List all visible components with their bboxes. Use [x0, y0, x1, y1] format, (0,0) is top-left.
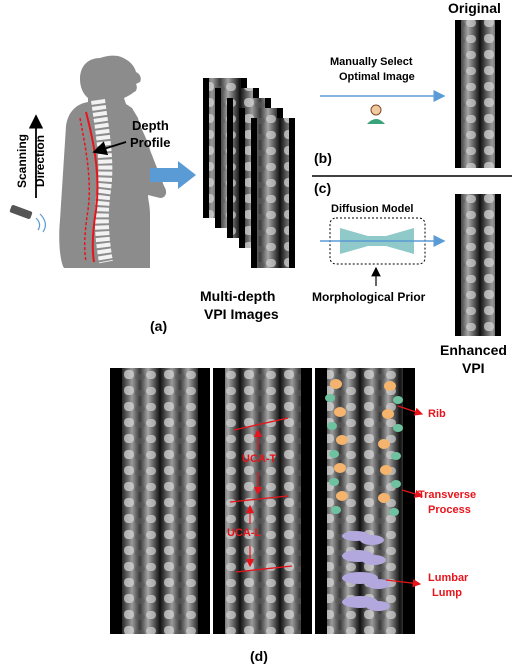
depth-profile-label-1: Depth [132, 118, 169, 133]
diffusion-model-icon [340, 228, 414, 254]
flow-arrow [150, 161, 196, 189]
transverse-label-1: Transverse [418, 489, 477, 501]
diffusion-model-label: Diffusion Model [331, 203, 414, 215]
panel-b-label: (b) [314, 150, 332, 166]
doctor-icon [367, 104, 385, 124]
image-d1 [110, 368, 210, 634]
panel-d-label: (d) [250, 648, 268, 664]
manual-select-label-1: Manually Select [330, 56, 413, 68]
transverse-markers [325, 394, 403, 516]
lumbar-label-1: Lumbar [428, 572, 469, 584]
enhanced-label-2: VPI [462, 360, 485, 376]
manual-select-label-2: Optimal Image [339, 71, 415, 83]
multi-depth-label-1: Multi-depth [200, 288, 276, 304]
multi-depth-label-2: VPI Images [204, 306, 279, 322]
enhanced-label-1: Enhanced [440, 342, 507, 358]
panel-c-label: (c) [314, 180, 332, 196]
human-silhouette [59, 55, 167, 268]
multi-depth-stack [203, 78, 295, 268]
rib-markers [330, 379, 396, 503]
image-d2 [213, 368, 312, 634]
morphological-prior-label: Morphological Prior [312, 290, 426, 304]
original-label: Original [448, 0, 501, 16]
depth-profile-arrow [92, 141, 127, 156]
scanning-label: Scanning [15, 134, 29, 189]
panel-a-label: (a) [150, 318, 168, 334]
ultrasound-probe-icon [9, 205, 46, 233]
lumbar-label-2: Lump [432, 587, 462, 599]
spine-drawing [79, 99, 113, 264]
depth-profile-label-2: Profile [130, 135, 171, 150]
lumbar-markers [342, 531, 390, 611]
image-d3 [315, 368, 424, 634]
rib-label: Rib [428, 408, 446, 420]
uca-l-label: UCA-L [227, 527, 262, 539]
transverse-label-2: Process [428, 504, 471, 516]
uca-t-label: UCA-T [242, 453, 277, 465]
enhanced-image [455, 194, 501, 336]
original-image [455, 20, 501, 168]
direction-label: Direction [33, 135, 47, 188]
